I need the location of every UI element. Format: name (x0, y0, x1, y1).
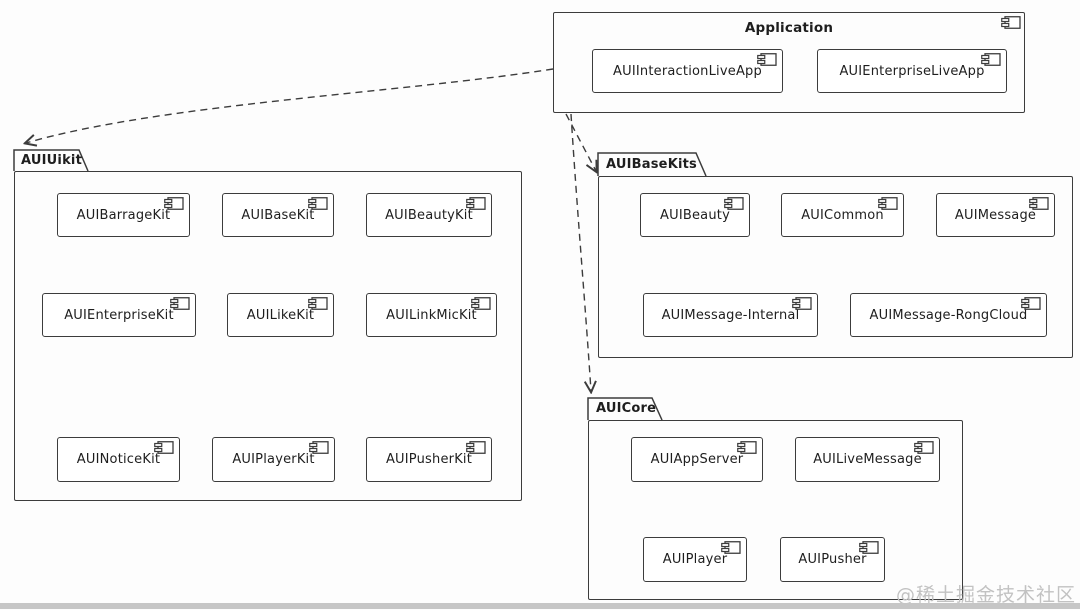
component-label: AUIBaseKit (241, 207, 315, 223)
folder-tab-auiuikit (13, 149, 89, 172)
component-icon (466, 197, 486, 210)
component-box: AUINoticeKit (57, 437, 180, 482)
component-label: AUIBeautyKit (385, 207, 473, 223)
bottom-bar (0, 603, 1080, 609)
component-label: AUIBeauty (660, 207, 730, 223)
component-box: AUIMessage (936, 193, 1055, 237)
component-icon (308, 197, 328, 210)
component-box: AUIInteractionLiveApp (592, 49, 783, 93)
component-icon (721, 541, 741, 554)
component-box: AUIPlayerKit (212, 437, 335, 482)
component-icon (164, 197, 184, 210)
package-auibasekits (598, 176, 1073, 358)
package-tab-label-auicore: AUICore (596, 401, 657, 416)
component-label: AUIInteractionLiveApp (613, 63, 762, 79)
watermark-juejin: @稀土掘金技术社区 (895, 584, 1076, 606)
component-icon (170, 297, 190, 310)
component-box: AUIAppServer (631, 437, 763, 482)
package-tab-label-auiuikit: AUIUikit (21, 153, 82, 168)
package-tab-label-auibasekits: AUIBaseKits (606, 157, 697, 172)
component-label: AUIAppServer (650, 452, 744, 467)
component-label: AUIEnterpriseLiveApp (839, 63, 985, 79)
component-icon (308, 297, 328, 310)
component-label: AUIPusher (798, 552, 867, 567)
component-label: AUIMessage (954, 207, 1037, 223)
component-box: AUIPusherKit (366, 437, 492, 482)
component-label: AUICommon (801, 207, 884, 223)
component-label: AUILiveMessage (813, 452, 922, 467)
component-icon (859, 541, 879, 554)
component-label: AUIPlayerKit (232, 452, 315, 467)
component-box: AUILikeKit (227, 293, 334, 337)
component-icon (466, 441, 486, 454)
component-box: AUIBeautyKit (366, 193, 492, 237)
component-icon (1001, 16, 1021, 29)
component-icon (981, 53, 1001, 66)
component-icon (471, 297, 491, 310)
component-label: AUINoticeKit (76, 452, 161, 467)
component-label: AUIBarrageKit (76, 207, 171, 223)
component-box: AUIEnterpriseLiveApp (817, 49, 1007, 93)
folder-tab-auibasekits (597, 152, 707, 177)
component-box: AUIPlayer (643, 537, 747, 582)
dependency-arrow-application-to-auibasekits (565, 113, 596, 171)
component-icon (1029, 197, 1049, 210)
dependency-arrow-application-to-auiuikit (26, 68, 554, 143)
component-icon (724, 197, 744, 210)
component-icon (757, 53, 777, 66)
package-application (553, 12, 1025, 113)
component-icon (914, 441, 934, 454)
component-label: AUIMessage-RongCloud (869, 307, 1028, 323)
component-box: AUIBarrageKit (57, 193, 190, 237)
folder-tab-auicore (587, 397, 663, 421)
component-box: AUIEnterpriseKit (42, 293, 196, 337)
component-box: AUIBaseKit (222, 193, 334, 237)
component-label: AUILinkMicKit (386, 307, 477, 323)
component-icon (1021, 297, 1041, 310)
component-label: AUIPlayer (662, 552, 728, 567)
component-box: AUILiveMessage (795, 437, 940, 482)
component-icon (309, 441, 329, 454)
component-icon (878, 197, 898, 210)
component-box: AUIPusher (780, 537, 885, 582)
component-label: AUIEnterpriseKit (64, 307, 174, 323)
component-icon (792, 297, 812, 310)
component-label: AUILikeKit (246, 307, 315, 323)
component-box: AUIMessage-RongCloud (850, 293, 1047, 337)
dependency-arrow-application-to-auicore (570, 113, 591, 391)
component-box: AUIBeauty (640, 193, 750, 237)
component-box: AUILinkMicKit (366, 293, 497, 337)
component-box: AUICommon (781, 193, 904, 237)
component-icon (154, 441, 174, 454)
component-label: AUIPusherKit (385, 452, 473, 467)
package-title-application: Application (744, 20, 834, 36)
component-icon (737, 441, 757, 454)
component-box: AUIMessage-Internal (643, 293, 818, 337)
package-auiuikit (14, 171, 522, 501)
package-auicore (588, 420, 963, 600)
component-label: AUIMessage-Internal (661, 307, 800, 323)
